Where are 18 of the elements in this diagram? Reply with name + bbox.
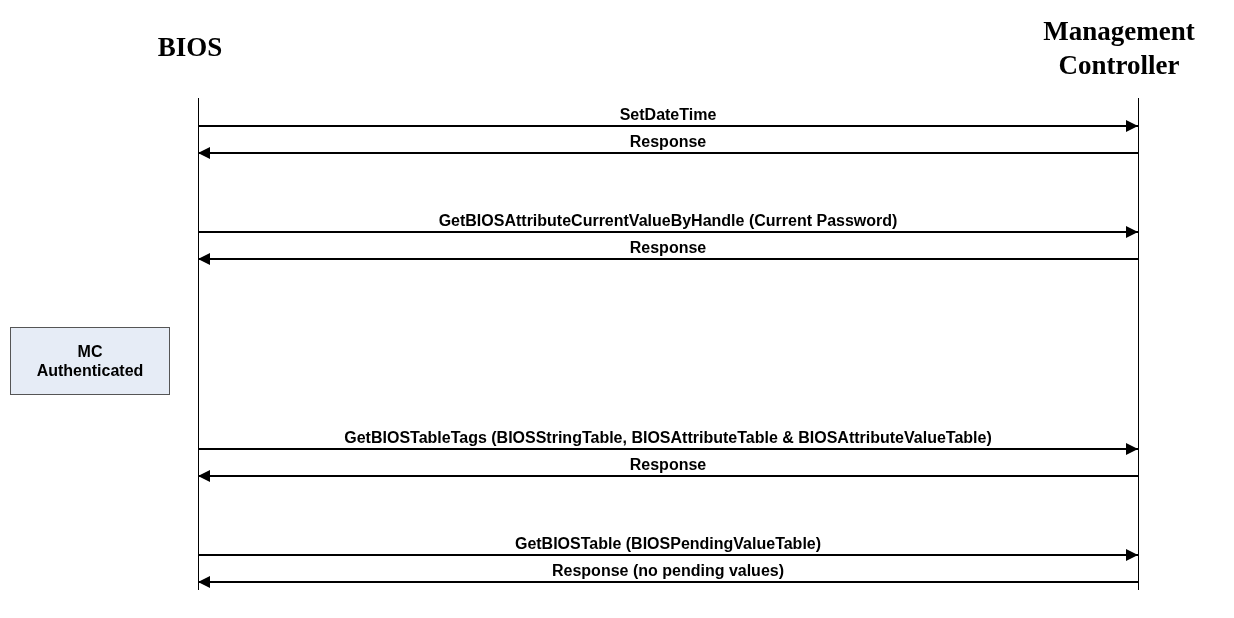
message-arrow bbox=[197, 226, 1139, 238]
message-label: Response bbox=[628, 456, 708, 474]
message-arrow bbox=[197, 576, 1139, 588]
message-arrow bbox=[197, 147, 1139, 159]
message-label: GetBIOSTable (BIOSPendingValueTable) bbox=[513, 535, 823, 553]
message-arrow bbox=[197, 549, 1139, 561]
message-arrow bbox=[197, 120, 1139, 132]
message-label: GetBIOSTableTags (BIOSStringTable, BIOSAttributeTable & BIOSAttributeValueTable) bbox=[343, 429, 993, 447]
message-label: Response bbox=[628, 239, 708, 257]
message-arrow bbox=[197, 443, 1139, 455]
participant-heading: BIOS bbox=[156, 31, 224, 64]
message-label: Response bbox=[628, 133, 708, 151]
message-label: Response (no pending values) bbox=[551, 562, 785, 580]
participant-heading: Management Controller bbox=[1042, 15, 1196, 82]
message-arrow bbox=[197, 253, 1139, 265]
state-box: MC Authenticated bbox=[10, 327, 170, 395]
message-label: GetBIOSAttributeCurrentValueByHandle (Current Password) bbox=[437, 212, 899, 230]
message-arrow bbox=[197, 470, 1139, 482]
